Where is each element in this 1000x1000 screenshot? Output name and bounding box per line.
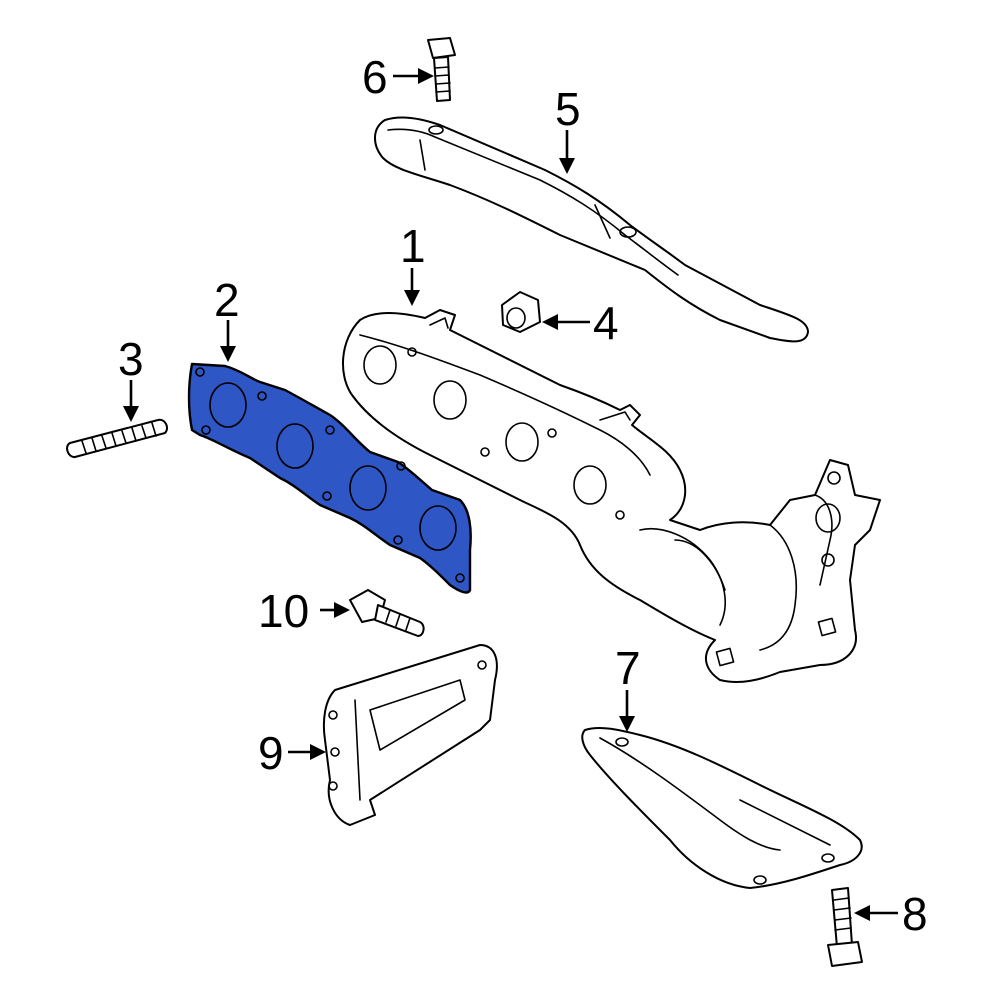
callout-2-label: 2 [214, 274, 240, 326]
part-3-stud [66, 418, 168, 458]
callout-4-label: 4 [593, 297, 619, 349]
part-2-gasket [187, 362, 472, 594]
part-8-bolt [827, 887, 863, 967]
part-1-exhaust-manifold [342, 309, 881, 683]
callout-7-label: 7 [615, 642, 641, 694]
part-6-bolt [427, 37, 456, 102]
callout-5-label: 5 [555, 83, 581, 135]
part-4-nut [501, 291, 541, 333]
part-7-lower-heat-shield [581, 726, 863, 889]
callout-1-label: 1 [400, 220, 426, 272]
part-10-bolt [349, 589, 425, 637]
callout-8-label: 8 [902, 888, 928, 940]
part-9-bracket [322, 644, 498, 826]
callout-9-label: 9 [258, 727, 284, 779]
callout-labels: 1 2 3 4 5 6 7 8 9 10 [118, 51, 928, 940]
callout-10-label: 10 [258, 585, 309, 637]
callout-3-label: 3 [118, 333, 144, 385]
callout-arrows [123, 68, 898, 921]
part-5-heat-shield [374, 116, 809, 343]
callout-6-label: 6 [362, 51, 388, 103]
